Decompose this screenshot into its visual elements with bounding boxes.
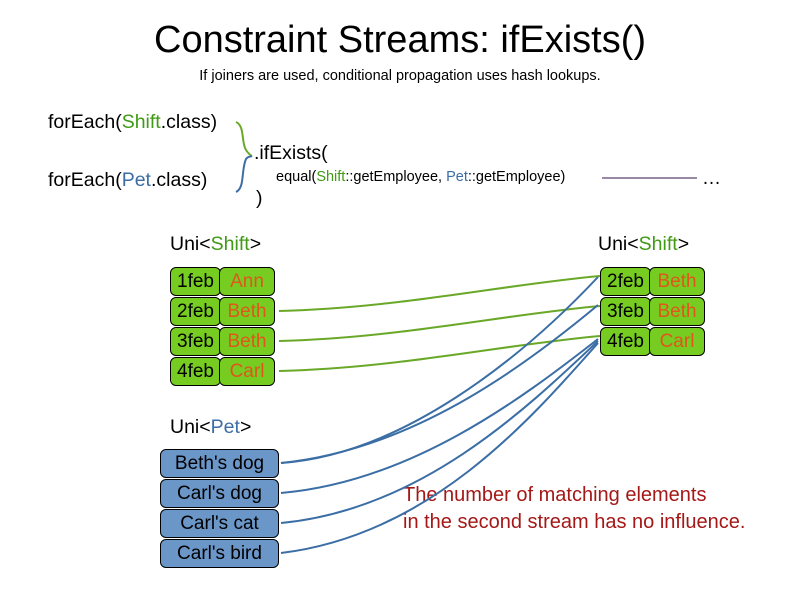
wire-pet-beths-dog-to-3feb <box>280 304 599 464</box>
annotation-line-1: The number of matching elements <box>403 484 707 506</box>
code-foreach-pet-prefix: forEach( <box>48 169 122 191</box>
code-close-paren: ) <box>256 187 263 209</box>
code-foreach-shift-suffix: .class) <box>160 111 218 133</box>
stream-label-pet-prefix: Uni< <box>170 416 211 438</box>
shift-date-cell: 3feb <box>170 327 221 356</box>
shift-employee-cell: Carl <box>219 357 275 386</box>
code-equal-left-type: Shift <box>316 169 346 185</box>
annotation-note: The number of matching elements in the s… <box>403 482 773 536</box>
code-equal-joiner: equal(Shift::getEmployee, Pet::getEmploy… <box>276 168 565 186</box>
page-subtitle: If joiners are used, conditional propaga… <box>199 68 601 84</box>
pet-name-cell: Carl's bird <box>160 539 279 568</box>
wire-shift-3feb <box>278 305 601 342</box>
shift-employee-cell: Beth <box>649 267 705 296</box>
brace-upper-green <box>235 121 253 157</box>
shift-date-cell: 1feb <box>170 267 221 296</box>
stream-label-shift-right-type: Shift <box>638 233 678 255</box>
pet-name-cell: Carl's cat <box>160 509 279 538</box>
annotation-line-2: in the second stream has no influence. <box>403 511 746 533</box>
shift-employee-cell: Beth <box>649 297 705 326</box>
stream-label-shift-left: Uni<Shift> <box>170 232 261 256</box>
code-ifexists: .ifExists( <box>254 142 328 164</box>
shift-right-row[interactable]: 3feb Beth <box>600 297 705 326</box>
pet-name-cell: Beth's dog <box>160 449 279 478</box>
brace-lower-blue <box>235 155 253 193</box>
code-equal-prefix: equal( <box>276 169 317 185</box>
pet-row[interactable]: Carl's bird <box>160 539 279 568</box>
pet-row[interactable]: Beth's dog <box>160 449 279 478</box>
code-foreach-pet-type: Pet <box>121 169 151 191</box>
code-equal-right-type: Pet <box>446 169 468 185</box>
shift-left-row[interactable]: 1feb Ann <box>170 267 275 296</box>
shift-date-cell: 4feb <box>170 357 221 386</box>
code-foreach-pet-suffix: .class) <box>150 169 208 191</box>
shift-employee-cell: Carl <box>649 327 705 356</box>
stream-label-shift-right-prefix: Uni< <box>598 233 639 255</box>
stream-label-shift-left-suffix: > <box>249 233 262 255</box>
pet-row[interactable]: Carl's cat <box>160 509 279 538</box>
pet-row[interactable]: Carl's dog <box>160 479 279 508</box>
shift-date-cell: 4feb <box>600 327 651 356</box>
wire-pet-beths-dog-to-2feb <box>280 276 599 464</box>
shift-date-cell: 2feb <box>600 267 651 296</box>
shift-right-row[interactable]: 4feb Carl <box>600 327 705 356</box>
shift-employee-cell: Ann <box>219 267 275 296</box>
code-equal-left-method: ::getEmployee, <box>345 169 447 185</box>
shift-left-row[interactable]: 4feb Carl <box>170 357 275 386</box>
code-foreach-shift-prefix: forEach( <box>48 111 122 133</box>
stream-label-pet-type: Pet <box>210 416 240 438</box>
code-foreach-shift: forEach(Shift.class) <box>48 110 217 134</box>
page-title: Constraint Streams: ifExists() <box>154 19 646 61</box>
wire-shift-2feb <box>278 275 601 312</box>
code-equal-right-method: ::getEmployee) <box>467 169 566 185</box>
shift-left-row[interactable]: 3feb Beth <box>170 327 275 356</box>
stream-label-shift-left-type: Shift <box>210 233 250 255</box>
stream-label-shift-left-prefix: Uni< <box>170 233 211 255</box>
shift-date-cell: 3feb <box>600 297 651 326</box>
shift-employee-cell: Beth <box>219 297 275 326</box>
wire-pet-carls-dog-to-4feb <box>280 338 599 494</box>
pet-name-cell: Carl's dog <box>160 479 279 508</box>
shift-left-row[interactable]: 2feb Beth <box>170 297 275 326</box>
code-ellipsis: … <box>702 168 721 189</box>
stream-label-shift-right: Uni<Shift> <box>598 232 689 256</box>
stream-label-pet-suffix: > <box>239 416 252 438</box>
code-foreach-shift-type: Shift <box>121 111 161 133</box>
wire-shift-4feb <box>278 335 601 372</box>
stream-label-shift-right-suffix: > <box>677 233 690 255</box>
code-foreach-pet: forEach(Pet.class) <box>48 168 207 192</box>
shift-date-cell: 2feb <box>170 297 221 326</box>
shift-employee-cell: Beth <box>219 327 275 356</box>
stream-label-pet: Uni<Pet> <box>170 415 251 439</box>
shift-right-row[interactable]: 2feb Beth <box>600 267 705 296</box>
